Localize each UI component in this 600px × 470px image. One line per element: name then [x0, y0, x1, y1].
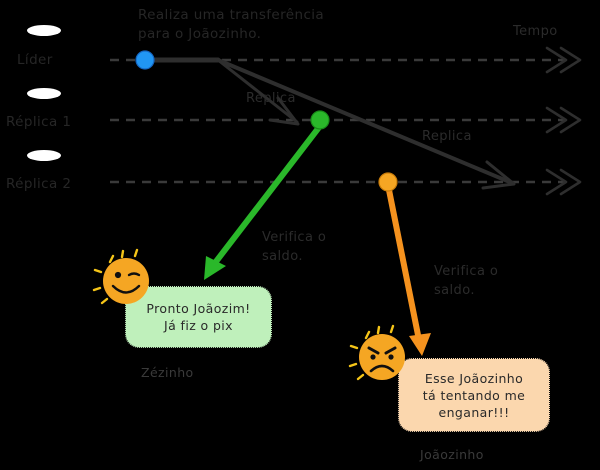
event-dot-read-replica2[interactable]: [378, 172, 398, 192]
lane-marker-replica1-icon: [27, 88, 61, 99]
replication-label-replica2: Replica: [422, 129, 472, 144]
lane-marker-lider-icon: [27, 25, 61, 36]
lane-label-lider: Líder: [17, 52, 53, 68]
event-dot-write[interactable]: [135, 50, 155, 70]
timeline-replica2-arrowhead: [545, 168, 568, 196]
winking-face-icon: [92, 248, 149, 305]
lane-label-replica2: Réplica 2: [6, 176, 72, 192]
read-arrow-orange: [386, 187, 431, 356]
lane-marker-replica2-icon: [27, 150, 61, 161]
replication-label-replica1: Replica: [246, 91, 296, 106]
actor-name-joaozinho: Joãozinho: [420, 447, 484, 462]
speech-bubble-zezinho-text: Pronto Joãozim! Já fiz o pix: [146, 301, 251, 333]
check-balance-label-green: Verifica o saldo.: [262, 230, 327, 264]
speech-bubble-joaozinho: Esse Joãozinho tá tentando me enganar!!!: [398, 358, 550, 432]
time-axis-label: Tempo: [513, 24, 558, 39]
timeline-lider: [110, 46, 582, 74]
check-balance-label-orange: Verifica o saldo.: [434, 264, 499, 298]
timeline-lider-arrowhead: [545, 46, 568, 74]
timeline-replica1: [110, 106, 582, 134]
angry-face-icon: [348, 324, 405, 381]
replication-arrow-replica1: [216, 58, 300, 126]
timeline-replica1-arrowhead: [545, 106, 568, 134]
replication-arrow-replica2: [216, 58, 516, 190]
speech-bubble-joaozinho-text: Esse Joãozinho tá tentando me enganar!!!: [422, 370, 526, 420]
timeline-replica2: [110, 168, 582, 196]
actor-name-zezinho: Zézinho: [141, 365, 194, 380]
transfer-note: Realiza uma transferência para o Joãozin…: [138, 7, 325, 42]
event-dot-read-replica1[interactable]: [310, 110, 330, 130]
lane-label-replica1: Réplica 1: [6, 114, 72, 130]
read-arrow-green: [204, 123, 323, 280]
speech-bubble-zezinho: Pronto Joãozim! Já fiz o pix: [125, 286, 272, 348]
